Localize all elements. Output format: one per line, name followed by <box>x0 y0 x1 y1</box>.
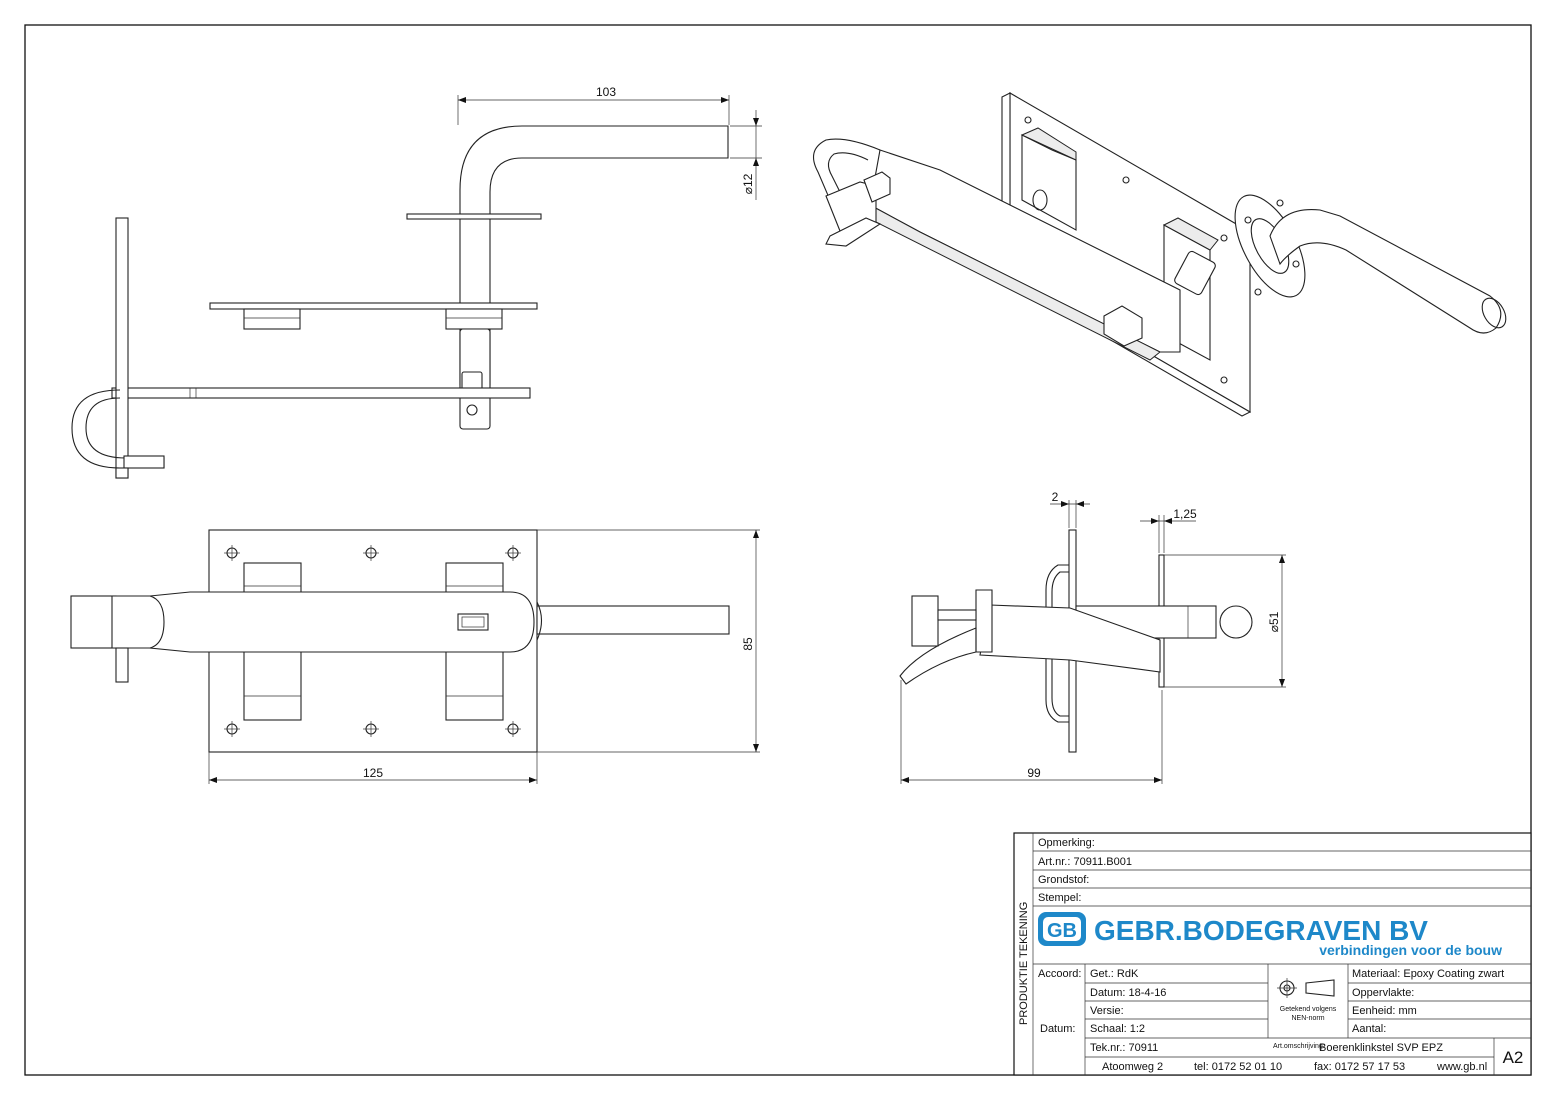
opmerking-label: Opmerking: <box>1038 837 1095 849</box>
dim-handle-diameter: ⌀12 <box>730 110 762 200</box>
getekend-label: Get.: RdK <box>1090 968 1139 980</box>
dim-2-label: 2 <box>1052 490 1059 504</box>
schaal-label: Schaal: 1:2 <box>1090 1023 1145 1035</box>
company-logo: GB GEBR.BODEGRAVEN BV verbindingen voor … <box>1038 912 1502 958</box>
accoord-label: Accoord: <box>1038 968 1081 980</box>
dim-85-label: 85 <box>741 637 755 651</box>
front-view <box>70 529 730 753</box>
tel-text: tel: 0172 52 01 10 <box>1194 1061 1282 1073</box>
dim-handle-length: 103 <box>457 85 730 125</box>
title-block: PRODUKTIE TEKENING Opmerking: Art.nr.: 7… <box>1013 832 1532 1076</box>
dim-1-25-label: 1,25 <box>1173 507 1197 521</box>
art-omschrijving-value: Boerenklinkstel SVP EPZ <box>1319 1042 1443 1054</box>
dim-dia12-label: ⌀12 <box>741 173 755 194</box>
dim-side-depth: 99 <box>900 680 1163 784</box>
dim-rosette-thickness: 1,25 <box>1140 507 1197 553</box>
dim-99-label: 99 <box>1027 766 1041 780</box>
screw-holes <box>224 545 521 737</box>
web-text: www.gb.nl <box>1436 1061 1487 1073</box>
dim-plate-width: 125 <box>208 752 538 784</box>
versie-label: Versie: <box>1090 1005 1124 1017</box>
format-label: A2 <box>1503 1048 1524 1067</box>
dim-dia51-label: ⌀51 <box>1267 611 1281 632</box>
norm-line1: Getekend volgens <box>1280 1006 1337 1013</box>
oppervlakte-label: Oppervlakte: <box>1352 987 1414 999</box>
datum-value: Datum: 18-4-16 <box>1090 987 1166 999</box>
projection-symbol-icon <box>1277 978 1335 998</box>
dim-103-label: 103 <box>596 85 616 99</box>
norm-line2: NEN-norm <box>1291 1015 1324 1022</box>
top-view <box>71 125 729 479</box>
artnr-label: Art.nr.: 70911.B001 <box>1038 856 1132 868</box>
dim-125-label: 125 <box>363 766 383 780</box>
dim-plate-height: 85 <box>537 529 760 753</box>
teknr-label: Tek.nr.: 70911 <box>1090 1042 1158 1054</box>
logo-letters: GB <box>1047 920 1077 942</box>
dim-plate-thickness: 2 <box>1050 490 1090 528</box>
isometric-view <box>812 92 1507 417</box>
art-omschrijving-label: Art.omschrijving: <box>1273 1043 1325 1050</box>
side-label: PRODUKTIE TEKENING <box>1018 902 1030 1025</box>
sheet-border <box>24 24 1532 1076</box>
datum-side-label: Datum: <box>1040 1023 1075 1035</box>
eenheid-label: Eenheid: mm <box>1352 1005 1417 1017</box>
dim-rosette-diameter: ⌀51 <box>1164 554 1286 688</box>
address-text: Atoomweg 2 <box>1102 1061 1163 1073</box>
materiaal-label: Materiaal: Epoxy Coating zwart <box>1352 968 1504 980</box>
grondstof-label: Grondstof: <box>1038 874 1089 886</box>
stempel-label: Stempel: <box>1038 892 1081 904</box>
company-slogan: verbindingen voor de bouw <box>1319 942 1502 958</box>
fax-text: fax: 0172 57 17 53 <box>1314 1061 1405 1073</box>
aantal-label: Aantal: <box>1352 1023 1386 1035</box>
company-name: GEBR.BODEGRAVEN BV <box>1094 915 1428 946</box>
side-view <box>899 529 1253 753</box>
